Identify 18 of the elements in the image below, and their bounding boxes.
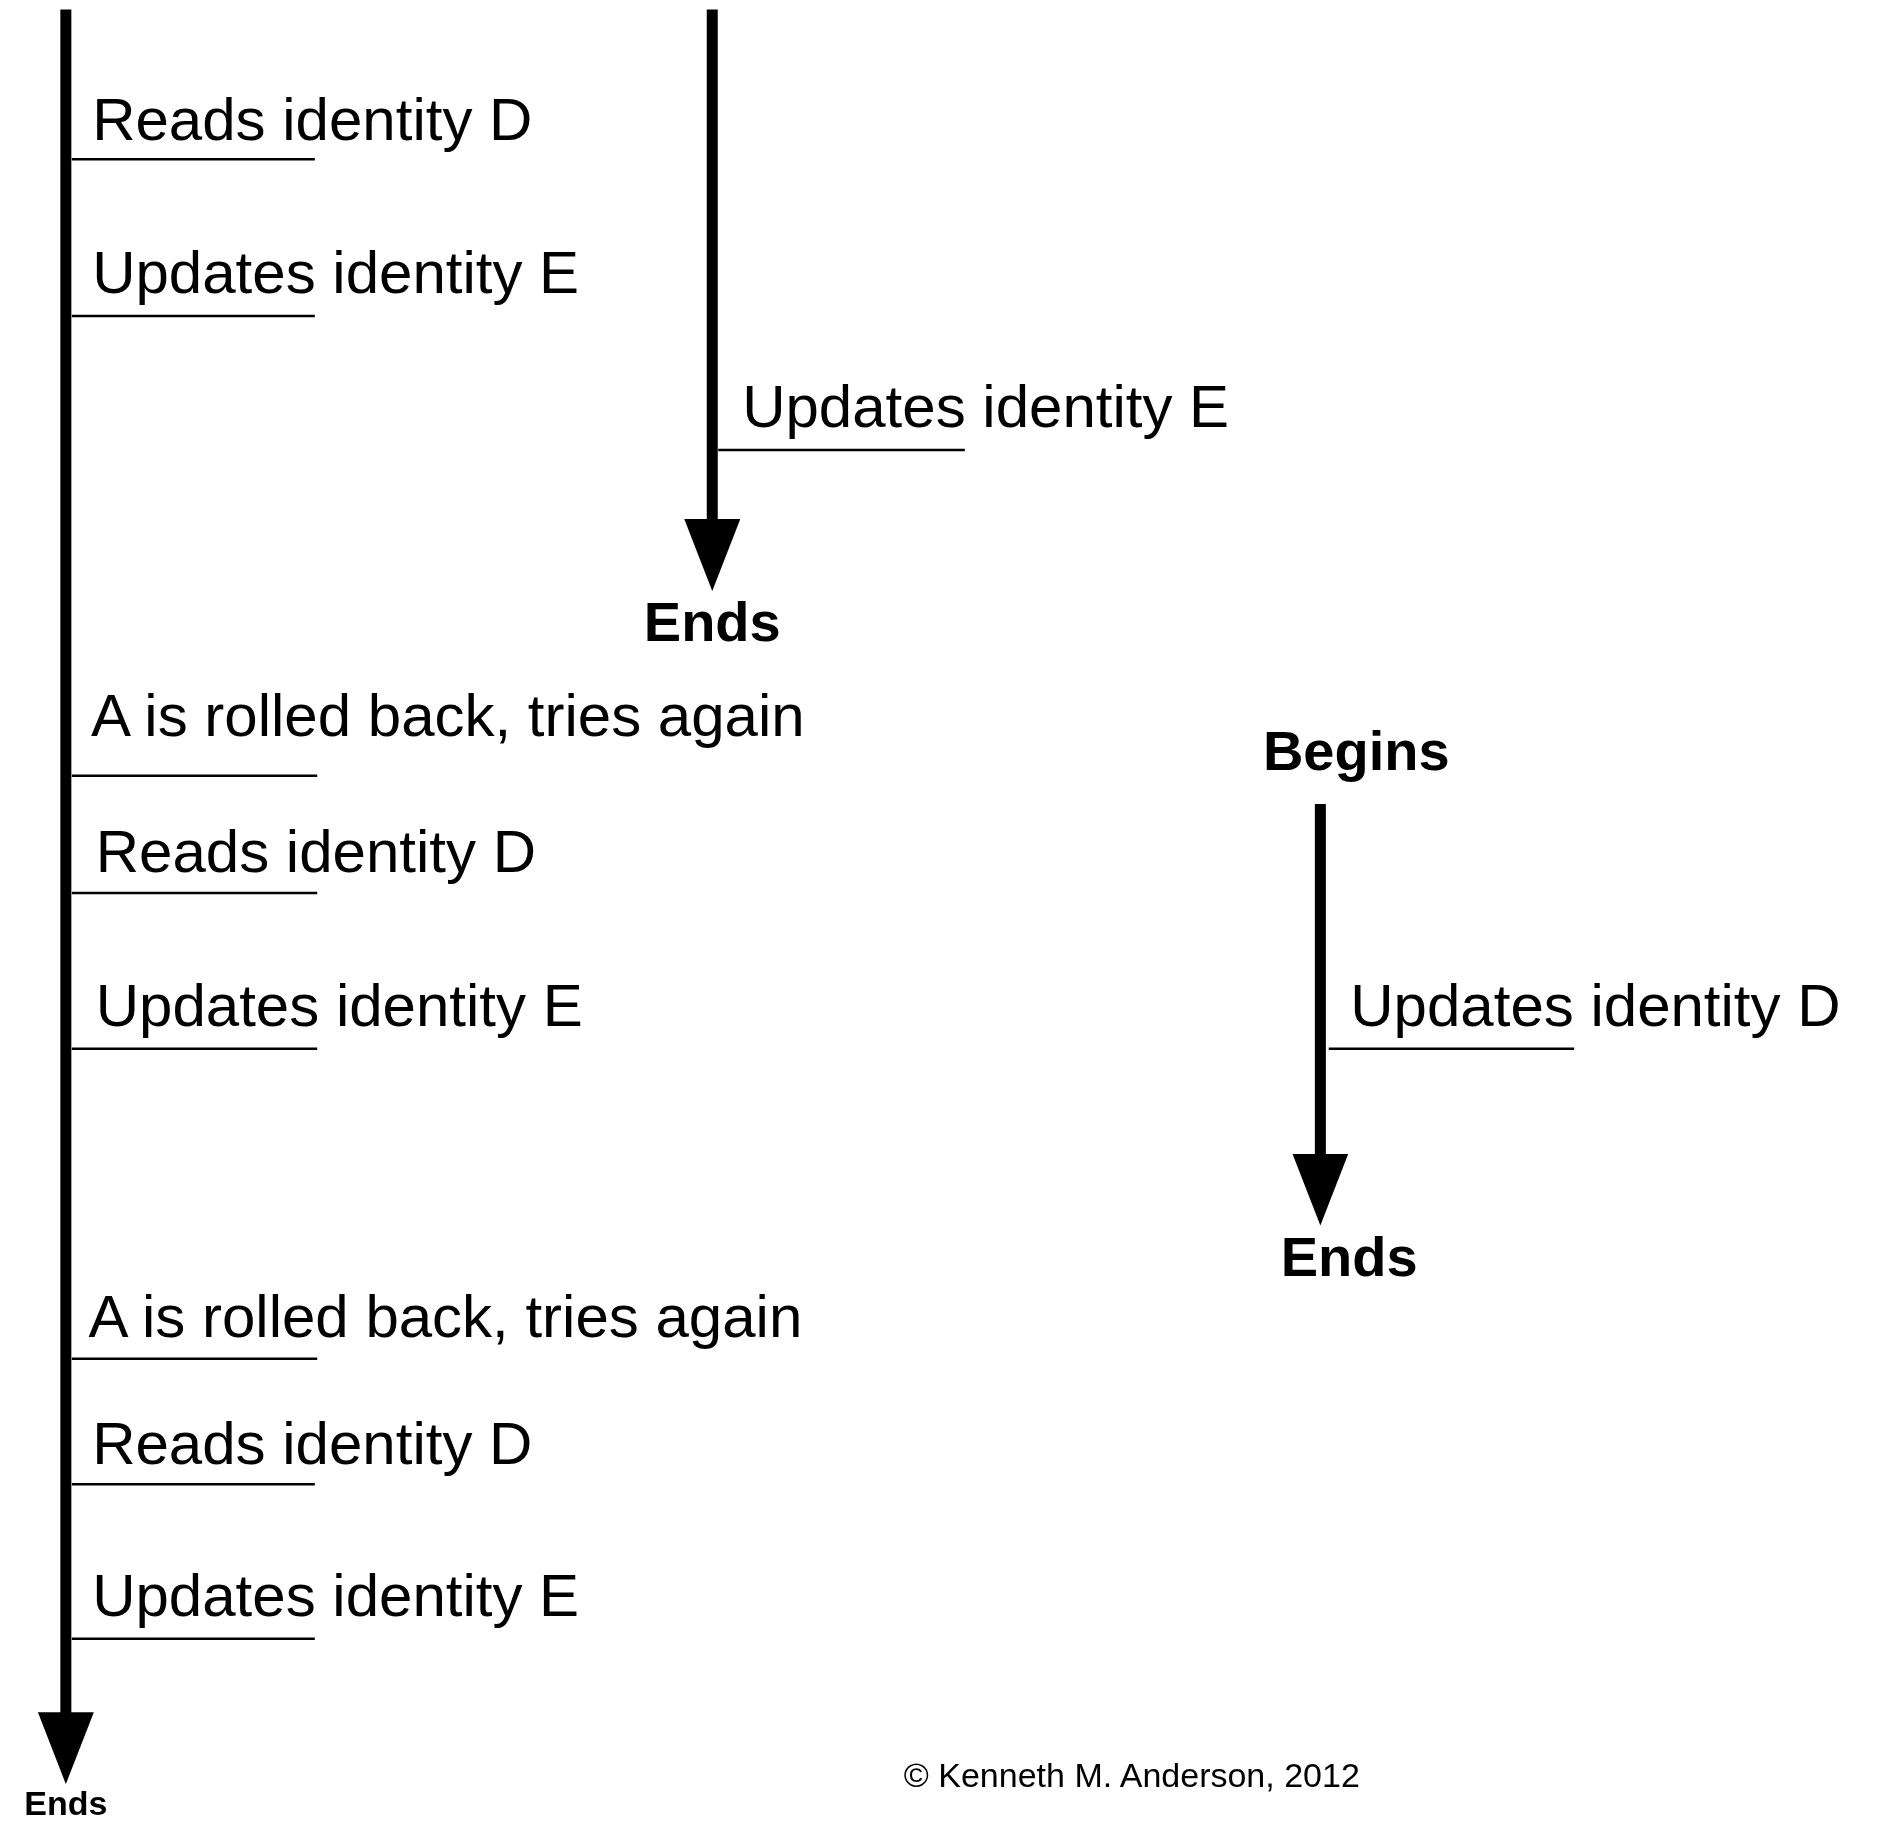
event-text: Reads identity D: [92, 1410, 533, 1477]
timeline-arrow: [1292, 803, 1349, 1226]
event-text: Updates identity D: [1350, 972, 1841, 1039]
timeline-event-label: Ends: [24, 1786, 108, 1822]
copyright-note: © Kenneth M. Anderson, 2012: [903, 1757, 1360, 1796]
timeline-event-label: Ends: [1280, 1227, 1418, 1287]
event-text: Reads identity D: [92, 86, 533, 153]
timeline-event-label: Ends: [643, 593, 781, 652]
event-text: Updates identity E: [92, 239, 580, 306]
event-text: Updates identity E: [92, 1562, 580, 1629]
timeline-arrow: [684, 9, 741, 592]
event-text: A is rolled back, tries again: [88, 1283, 803, 1350]
event-text: A is rolled back, tries again: [90, 682, 805, 749]
event-text: Updates identity E: [95, 972, 583, 1039]
event-text: Updates identity E: [742, 374, 1230, 440]
timeline-arrow: [37, 9, 94, 1785]
timeline-event-label: Begins: [1262, 721, 1450, 780]
event-text: Reads identity D: [95, 819, 536, 886]
